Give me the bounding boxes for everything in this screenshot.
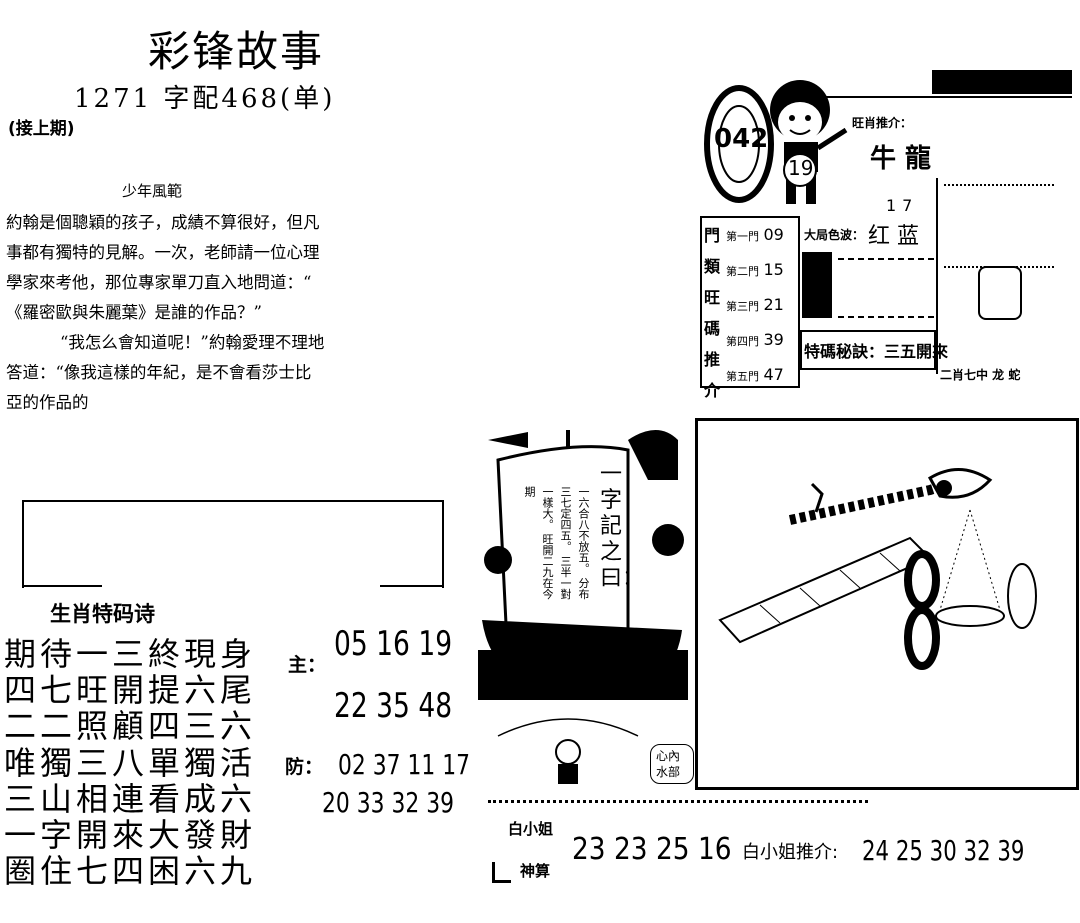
issue-seal-icon: [704, 85, 774, 203]
sail-line: 一六合八不放五。: [577, 486, 590, 574]
door-value: 47: [763, 365, 784, 384]
shensuan-numbers: 23 23 25 16: [572, 832, 753, 867]
color-label: 大局色波：: [804, 228, 865, 242]
poem-line: 圈住七四困六九: [4, 852, 257, 891]
story-line: “我怎么會知道呢！”約翰愛理不理地: [60, 333, 325, 352]
door-row: 第四門 39: [726, 323, 784, 358]
door-value: 15: [763, 260, 784, 279]
recommend-label: 白小姐推介:: [742, 842, 839, 863]
ship-illustration-icon: [478, 430, 688, 700]
sail-verse: 一六合八不放五。 分布三七定四五。 三半一對一樣大。 旺開二九在今期: [518, 486, 592, 606]
poem-line: 期待一三終現身: [4, 635, 257, 673]
poem: 期待一三終現身 四七旺開提六尾 二二照顧四三六 唯獨三八單獨活 三山相連看成六 …: [4, 635, 257, 891]
ticket-top-rule: [820, 96, 1072, 98]
sail-line: 分布三七定四五。: [559, 486, 590, 600]
story-line: 《羅密歐與朱麗葉》是誰的作品？”: [6, 303, 262, 322]
sail-line: 旺開二九在今期: [523, 486, 554, 600]
door-value: 21: [763, 295, 784, 314]
bottom-divider: [488, 800, 868, 803]
story-title: 少年風範: [122, 182, 183, 200]
doors-box: [700, 216, 800, 388]
inner-char: 內: [668, 749, 681, 763]
poem-line: 三山相連看成六: [4, 779, 257, 818]
main-numbers-row1-text: 05 16 19: [334, 624, 453, 664]
story-line: 事都有獨特的見解。一次，老師請一位心理: [6, 243, 320, 262]
corner-mark: [492, 862, 511, 883]
inner-char: 部: [668, 765, 681, 779]
door-row: 第五門 47: [726, 358, 784, 393]
main-numbers-row2: 22 35 48: [334, 686, 485, 726]
issue-number: 042: [714, 124, 769, 154]
story-text: 約翰是個聰穎的孩子，成績不算很好，但凡 事都有獨特的見解。一次，老師請一位心理 …: [6, 208, 376, 418]
guard-numbers-row1: 02 37 11 17: [338, 748, 507, 781]
recommend-numbers-text: 24 25 30 32 39: [862, 834, 1025, 867]
poem-line: 唯獨三八單獨活: [4, 743, 257, 782]
abacus-scale-icon: [718, 468, 1037, 670]
right-divider: [936, 178, 938, 374]
formula-box: [800, 330, 936, 370]
door-row: 第二門 15: [726, 253, 784, 288]
right-column-scribbles: [944, 184, 1054, 268]
ticket-zodiac-glyphs: 牛 龍: [870, 144, 932, 174]
door-label: 第四門: [726, 335, 759, 348]
sail-title: 一字記之曰：: [600, 462, 645, 591]
guard-numbers-row2: 20 33 32 39: [322, 786, 491, 819]
drawing-panel: [695, 418, 1079, 790]
guard-numbers-row2-text: 20 33 32 39: [322, 786, 454, 819]
story-line: 學家來考他，那位專家單刀直入地問道：“: [6, 273, 312, 292]
frame-foot-right: [380, 585, 442, 587]
main-numbers-row2-text: 22 35 48: [334, 686, 453, 726]
story-line: 亞的作品的: [6, 393, 89, 412]
door-label: 第一門: [726, 230, 759, 243]
continued-note: (接上期): [8, 119, 75, 139]
zodiac-badge-icon: [978, 266, 1022, 320]
zodiac-line: 二肖七中 龙 蛇: [940, 368, 1021, 382]
cartoon-boy-icon: [770, 80, 848, 204]
poem-line: 二二照顧四三六: [4, 707, 257, 746]
ticket-panel: 042 19 旺肖推介： 牛 龍 17 大局色波： 红 蓝 門類旺碼推介 第一門…: [700, 68, 1076, 400]
poem-line: 一字開來大發財: [4, 816, 257, 855]
door-row: 第三門 21: [726, 288, 784, 323]
guard-label: 防：: [285, 756, 324, 778]
ticket-ball: 19: [788, 156, 814, 180]
shensuan-label: 神算: [520, 862, 551, 880]
door-label: 第二門: [726, 265, 759, 278]
inner-box: [650, 744, 694, 784]
main-numbers-row1: 05 16 19: [334, 624, 485, 664]
page-title: 彩锋故事: [148, 27, 325, 76]
inner-text: 心內 水部: [656, 748, 680, 780]
door-label: 第五門: [726, 370, 759, 383]
ticket-label-top: 旺肖推介：: [852, 116, 913, 130]
inner-char: 水: [656, 765, 669, 779]
noise-lines: [838, 258, 934, 318]
sail-line: 三半一對一樣大。: [541, 486, 572, 600]
door-label: 第三門: [726, 300, 759, 313]
door-row: 第一門 09: [726, 218, 784, 253]
shensuan-numbers-text: 23 23 25 16: [572, 832, 732, 867]
poem-line: 四七旺開提六尾: [4, 671, 257, 710]
doors-side-label: 門類旺碼推介: [704, 226, 721, 400]
frame-foot-left: [22, 585, 102, 587]
ticket-top-bar: [932, 70, 1072, 94]
issue-line: 1271 字配468(单): [74, 84, 336, 114]
inner-char: 心: [656, 749, 669, 763]
poem-heading: 生肖特码诗: [50, 602, 155, 626]
color-value: 红 蓝: [868, 224, 919, 249]
empty-frame: [22, 500, 444, 588]
door-value: 39: [763, 330, 784, 349]
sail-char: 情: [602, 639, 616, 655]
miss-bai-label: 白小姐: [508, 820, 554, 838]
story-line: 答道：“像我這樣的年紀，是不會看莎士比: [6, 363, 312, 382]
formula-text: 特碼秘訣：三五開來: [804, 342, 949, 361]
main-label: 主：: [288, 654, 327, 676]
story-line: 約翰是個聰穎的孩子，成績不算很好，但凡: [6, 213, 320, 232]
black-block: [802, 252, 832, 318]
door-value: 09: [763, 225, 784, 244]
guard-numbers-row1-text: 02 37 11 17: [338, 748, 470, 781]
doors-list: 第一門 09 第二門 15 第三門 21 第四門 39 第五門 47: [726, 218, 784, 393]
stamp-seal-icon: [497, 718, 639, 784]
ticket-top-pick: 17: [886, 196, 919, 215]
recommend-numbers: 24 25 30 32 39: [862, 834, 1076, 867]
